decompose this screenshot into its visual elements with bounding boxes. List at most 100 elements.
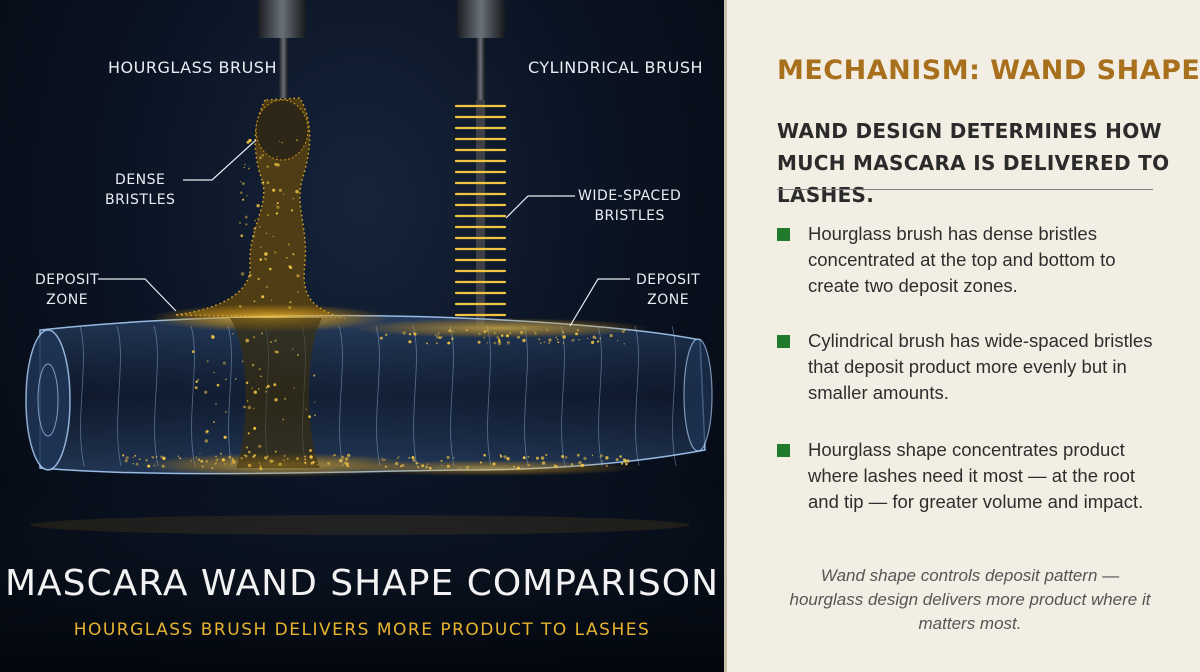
speckle xyxy=(304,458,307,461)
speckle xyxy=(283,455,286,457)
speckle xyxy=(265,391,267,393)
speckle xyxy=(275,212,279,215)
bullet-square xyxy=(777,444,790,457)
speckle xyxy=(576,453,580,457)
speckle xyxy=(440,459,443,462)
speckle xyxy=(225,411,227,413)
speckle xyxy=(624,461,627,464)
speckle xyxy=(264,257,268,261)
speckle xyxy=(253,390,257,394)
speckle xyxy=(138,458,141,461)
speckle xyxy=(275,204,278,206)
speckle xyxy=(483,330,487,333)
speckle xyxy=(342,464,344,466)
speckle xyxy=(132,456,134,459)
label-wide-spaced-bristles: WIDE-SPACED BRISTLES xyxy=(578,188,682,224)
speckle xyxy=(266,455,269,458)
speckle xyxy=(384,459,386,461)
speckle xyxy=(246,195,248,197)
speckle xyxy=(438,336,442,339)
speckle xyxy=(451,337,454,341)
speckle xyxy=(446,342,450,345)
speckle xyxy=(259,226,261,228)
speckle xyxy=(546,329,549,331)
speckle xyxy=(441,464,443,467)
lash-segment xyxy=(79,325,85,467)
speckle xyxy=(513,465,516,468)
speckle xyxy=(453,457,455,459)
speckle xyxy=(342,458,345,460)
speckle xyxy=(190,459,193,462)
callout-deposit-zone-right xyxy=(569,278,630,327)
speckle xyxy=(259,465,262,467)
speckle xyxy=(570,463,574,466)
speckle xyxy=(571,338,575,342)
speckle xyxy=(272,188,276,192)
speckle xyxy=(266,232,268,234)
speckle xyxy=(258,388,260,390)
speckle xyxy=(426,463,429,465)
speckle xyxy=(153,464,155,467)
speckle xyxy=(498,340,501,343)
speckle xyxy=(251,364,255,367)
speckle xyxy=(522,456,526,460)
speckle xyxy=(269,267,272,271)
speckle xyxy=(272,235,275,238)
speckle xyxy=(195,380,198,383)
lash-segment xyxy=(375,325,381,467)
speckle xyxy=(605,456,609,460)
speckle xyxy=(191,350,195,353)
hourglass-brush xyxy=(174,97,346,319)
speckle xyxy=(240,234,244,238)
lash-segment xyxy=(560,325,566,467)
speckle xyxy=(151,456,153,458)
speckle xyxy=(253,300,256,303)
speckle xyxy=(483,453,486,457)
speckle xyxy=(281,141,284,144)
speckle xyxy=(503,455,507,459)
speckle xyxy=(221,458,225,462)
speckle xyxy=(283,459,285,462)
speckle xyxy=(506,457,510,461)
speckle xyxy=(408,340,412,344)
speckle xyxy=(486,342,489,344)
bullet-text: Hourglass brush has dense bristles conce… xyxy=(808,223,1116,296)
speckle xyxy=(466,329,468,332)
speckle xyxy=(625,462,628,466)
speckle xyxy=(493,332,496,335)
speckle xyxy=(341,455,345,459)
illustration-title: MASCARA WAND SHAPE COMPARISON xyxy=(4,563,720,604)
lash-segment xyxy=(153,325,159,467)
speckle xyxy=(213,372,215,374)
lash-segment xyxy=(116,325,122,467)
speckle xyxy=(499,455,503,458)
speckle xyxy=(333,453,336,457)
speckle xyxy=(437,332,440,335)
speckle xyxy=(435,342,438,345)
speckle xyxy=(278,462,282,466)
speckle xyxy=(206,360,209,363)
speckle xyxy=(623,458,627,462)
speckle xyxy=(506,340,511,345)
speckle xyxy=(543,341,546,344)
speckle xyxy=(297,291,299,293)
speckle xyxy=(247,405,251,410)
label-deposit-zone-right: DEPOSIT ZONE xyxy=(636,272,701,308)
speckle xyxy=(251,387,253,389)
label-cylindrical-brush: CYLINDRICAL BRUSH xyxy=(528,58,704,77)
deposit-glow-right xyxy=(340,318,650,476)
speckle xyxy=(256,204,260,208)
speckle xyxy=(527,456,530,458)
speckle xyxy=(446,464,450,468)
speckle xyxy=(520,331,524,335)
speckle xyxy=(425,465,428,469)
speckle xyxy=(441,336,443,338)
speckle xyxy=(381,457,383,459)
speckle xyxy=(527,463,531,467)
panel-heading: MECHANISM: WAND SHAPE xyxy=(777,55,1200,86)
speckle xyxy=(314,414,316,417)
speckle xyxy=(421,464,425,468)
speckle xyxy=(145,459,148,462)
speckle xyxy=(260,246,262,248)
speckle xyxy=(247,432,250,435)
